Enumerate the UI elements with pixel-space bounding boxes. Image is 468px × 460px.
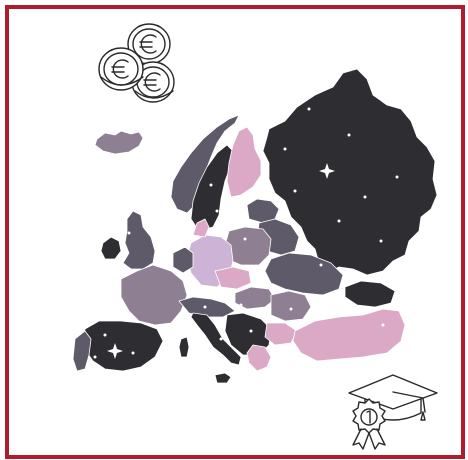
- region-sicily: [214, 372, 232, 384]
- region-benelux: [172, 246, 194, 274]
- europe-map: [72, 68, 438, 384]
- region-denmark: [192, 218, 210, 238]
- region-bulgaria: [264, 322, 298, 346]
- region-france: [120, 264, 188, 326]
- region-sweden: [190, 144, 234, 232]
- region-russia: [262, 68, 438, 276]
- region-romania: [270, 290, 312, 322]
- region-ukraine: [264, 252, 344, 296]
- region-turkey: [292, 308, 406, 362]
- map-stars: [93, 77, 399, 359]
- region-baltics: [246, 198, 280, 224]
- region-spain: [82, 320, 164, 372]
- region-ireland: [100, 236, 122, 260]
- region-greece: [246, 344, 272, 372]
- region-iceland: [94, 130, 144, 155]
- map-canvas: [72, 23, 438, 450]
- region-czechia: [214, 266, 252, 290]
- region-hungary: [234, 286, 276, 310]
- region-alps: [178, 296, 236, 318]
- region-portugal: [72, 330, 92, 372]
- region-italy: [190, 312, 242, 366]
- region-finland: [226, 126, 262, 198]
- map-frame: [5, 5, 465, 459]
- region-caucasus: [344, 280, 396, 308]
- euro-coins-icon: [98, 23, 175, 103]
- region-sardinia: [178, 336, 190, 358]
- region-great-britain: [122, 210, 156, 270]
- graduation-cap-award-icon: [348, 374, 438, 450]
